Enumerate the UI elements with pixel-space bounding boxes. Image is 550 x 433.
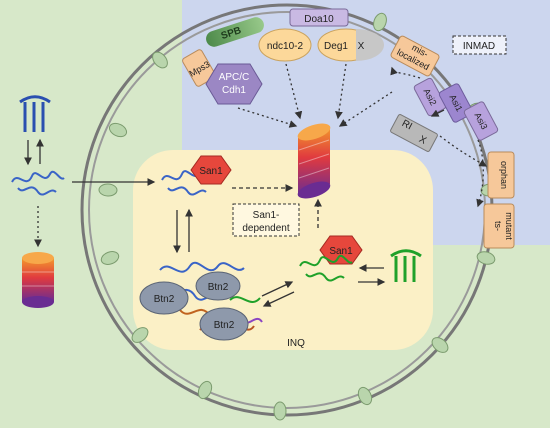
ri-substrate: RI X	[390, 114, 438, 152]
san1-bottom: San1	[319, 235, 363, 265]
inmad-box: INMAD	[452, 35, 507, 55]
doa10-complex: Doa10	[289, 8, 349, 27]
inmad-label: INMAD	[463, 41, 495, 52]
orphan-box: orphan	[487, 151, 515, 199]
deg1-label: Deg1	[324, 41, 348, 52]
btn2-node	[195, 271, 241, 301]
spb-element: SPB	[206, 17, 264, 47]
folded-protein-blue	[19, 95, 51, 132]
mutant-label: mutant	[504, 212, 514, 240]
nuclear-pore	[373, 12, 387, 32]
pathway-arrows	[24, 63, 488, 307]
san1-bottom-label: San1	[329, 246, 353, 257]
folded-protein-green	[390, 249, 422, 282]
san1-dependent-box: San1- dependent	[232, 203, 300, 237]
btn2-label-a: Btn2	[154, 294, 175, 305]
proteasome-cytoplasm	[22, 252, 54, 308]
btn2-label-b: Btn2	[208, 282, 229, 293]
san1-top: San1	[190, 155, 232, 185]
misfolded-protein-green	[299, 254, 353, 282]
ri-x-label: X	[417, 134, 428, 147]
nuclear-pore	[131, 327, 149, 343]
inq-label: INQ	[287, 338, 305, 349]
asi-complex: Asi2 Asi1 Asi3	[413, 77, 499, 141]
btn2-label-c: Btn2	[214, 320, 235, 331]
ndc10-protein: ndc10-2	[258, 28, 312, 62]
nuclear-pore	[431, 337, 449, 353]
nuclear-pore	[100, 251, 120, 265]
ndc10-label: ndc10-2	[267, 41, 304, 52]
proteasome-nuclear	[297, 123, 331, 199]
deg1-x-label: X	[358, 41, 365, 52]
orphan-label: orphan	[499, 161, 509, 189]
ts-mutant-box: ts- mutant	[483, 203, 515, 249]
inq-aggregate: Btn2 Btn2 Btn2	[139, 261, 263, 341]
apc-cdh1-complex: APC/C Cdh1	[205, 63, 263, 105]
nuclear-pore	[152, 51, 168, 69]
doa10-label: Doa10	[304, 14, 334, 25]
nuclear-pore	[197, 380, 213, 400]
san1-top-label: San1	[199, 166, 223, 177]
cdh1-label: Cdh1	[222, 85, 246, 96]
nuclear-pore	[108, 122, 128, 138]
nuclear-pore	[273, 401, 287, 421]
san1dep-line2: dependent	[242, 223, 289, 234]
nuclear-pore	[476, 251, 496, 265]
ri-label: RI	[400, 118, 414, 132]
deg1-substrate: Deg1 X	[317, 28, 384, 62]
ts-label: ts-	[493, 221, 503, 231]
nuclear-pore	[98, 183, 118, 197]
san1dep-line1: San1-	[253, 210, 280, 221]
misfolded-protein-cytoplasm	[11, 170, 65, 196]
inq-region	[133, 150, 433, 350]
btn2-node	[199, 307, 249, 341]
apc-label: APC/C	[219, 72, 250, 83]
nuclear-pore	[357, 386, 373, 406]
btn2-node	[139, 281, 189, 315]
